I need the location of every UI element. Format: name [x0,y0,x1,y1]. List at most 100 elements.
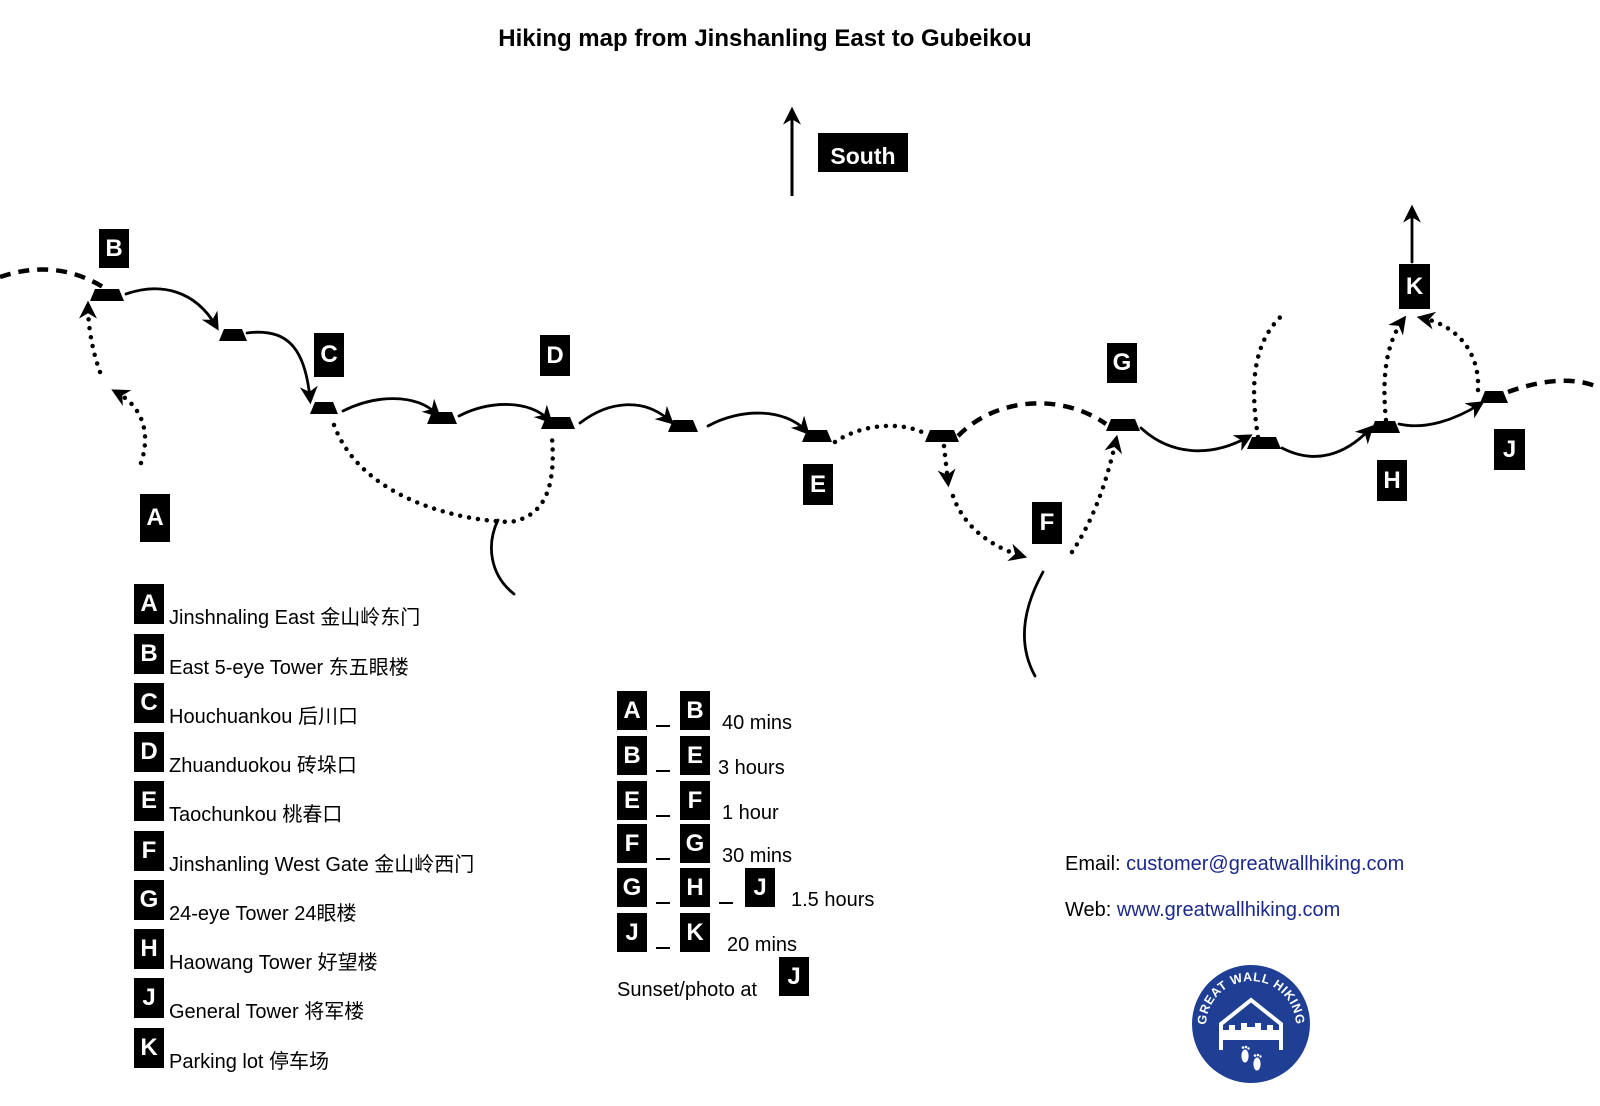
watchtower-icon [1106,419,1140,431]
map-marker-e: E [803,464,833,505]
route-arrow [341,397,441,418]
legend-letter: J [134,978,164,1018]
duration-row: E F 1 hour [617,781,887,824]
duration-time: 1.5 hours [791,889,875,911]
legend-letter: B [134,634,164,674]
watchtower-icon [1480,391,1508,403]
stop-letter: H [680,868,710,907]
sunset-label: Sunset/photo at [617,979,758,1001]
legend-name: General Tower 将军楼 [169,1001,365,1023]
duration-row: G H J 1.5 hours [617,868,887,911]
duration-row: J K 20 mins [617,913,887,956]
route-arrow [578,403,674,425]
watchtower-icon [925,430,959,442]
legend-item: E Taochunkou 桃春口 [134,781,554,826]
mountain-icon [1219,997,1283,1050]
legend-item: B East 5-eye Tower 东五眼楼 [134,634,554,679]
web-link[interactable]: www.greatwallhiking.com [1116,899,1341,921]
duration-time: 1 hour [722,802,779,824]
trail-dotted-f-g [1069,434,1123,555]
watchtower-icon [90,289,124,301]
legend-name: East 5-eye Tower 东五眼楼 [169,657,409,679]
legend-item: D Zhuanduokou 砖垛口 [134,732,554,777]
dash-separator [656,770,670,772]
wall-icon [1223,1023,1279,1040]
map-marker-b: B [99,229,129,268]
stop-letter: J [745,868,775,907]
map-marker-a: A [140,494,170,542]
duration-row: A B 40 mins [617,691,887,734]
stop-letter: A [617,691,647,730]
legend-letter: G [134,880,164,920]
legend-name: 24-eye Tower 24眼楼 [169,903,357,925]
legend-letter: F [134,831,164,871]
legend-item: G 24-eye Tower 24眼楼 [134,880,554,925]
legend-letter: C [134,683,164,723]
stop-letter: B [680,691,710,730]
map-marker-c: C [314,333,344,377]
stop-letter: F [680,781,710,820]
watchtower-icon [427,412,457,424]
web-label: Web: [1065,899,1112,921]
stop-letter: E [680,736,710,775]
stop-letter: K [680,913,710,952]
watchtower-icon [219,329,247,341]
duration-row: F G 30 mins [617,824,887,867]
map-marker-k: K [1399,264,1430,309]
legend-item: J General Tower 将军楼 [134,978,554,1023]
email-label: Email: [1065,853,1121,875]
map-marker-h: H [1377,460,1407,501]
web-line: Web: www.greatwallhiking.com [1065,899,1340,921]
email-link[interactable]: customer@greatwallhiking.com [1126,853,1405,875]
footprint-icon [1241,1045,1262,1071]
watchtower-icon [1247,437,1281,449]
trail-dotted-a-b-1 [111,389,148,466]
legend-letter: K [134,1028,164,1068]
legend-letter: E [134,781,164,821]
road-curve [1023,570,1045,678]
legend-letter: H [134,929,164,969]
duration-time: 20 mins [727,934,798,956]
trail-dotted-j-k [1416,311,1481,393]
legend-item: A Jinshnaling East 金山岭东门 [134,584,554,629]
stop-letter: F [617,824,647,863]
dash-separator [719,902,733,904]
route-arrow [124,287,219,331]
compass-label: South [818,133,908,172]
trail-dashed-east [1507,378,1600,395]
trail-dotted-c-d-loop [331,422,555,525]
email-line: Email: customer@greatwallhiking.com [1065,853,1404,875]
legend-name: Taochunkou 桃春口 [169,804,343,826]
duration-row: B E 3 hours [617,736,887,779]
map-marker-g: G [1107,343,1137,383]
page-title: Hiking map from Jinshanling East to Gube… [498,25,1032,52]
route-arrow [245,330,318,405]
duration-time: 3 hours [718,757,785,779]
trail-dotted-a-b-2 [79,300,103,375]
stop-letter: J [617,913,647,952]
route-arrow [1280,425,1374,458]
dash-separator [656,725,670,727]
dash-separator [656,902,670,904]
legend-name: Parking lot 停车场 [169,1051,330,1073]
map-marker-j: J [1494,429,1525,470]
route-arrow [1139,426,1253,453]
stop-letter: G [617,868,647,907]
watchtower-icon [310,402,338,414]
route-arrow [706,411,810,435]
route-arrow [457,403,553,424]
dash-separator [656,815,670,817]
legend-name: Zhuanduokou 砖垛口 [169,755,357,777]
road-curve [490,518,516,596]
watchtower-icon [1370,421,1400,433]
legend-item: C Houchuankou 后川口 [134,683,554,728]
trail-dashed-west [0,267,105,289]
stop-letter: E [617,781,647,820]
trail-dotted-e [832,423,929,445]
legend-name: Houchuankou 后川口 [169,706,358,728]
duration-time: 30 mins [722,845,793,867]
legend-name: Haowang Tower 好望楼 [169,952,378,974]
dash-separator [656,947,670,949]
legend-letter: D [134,732,164,772]
